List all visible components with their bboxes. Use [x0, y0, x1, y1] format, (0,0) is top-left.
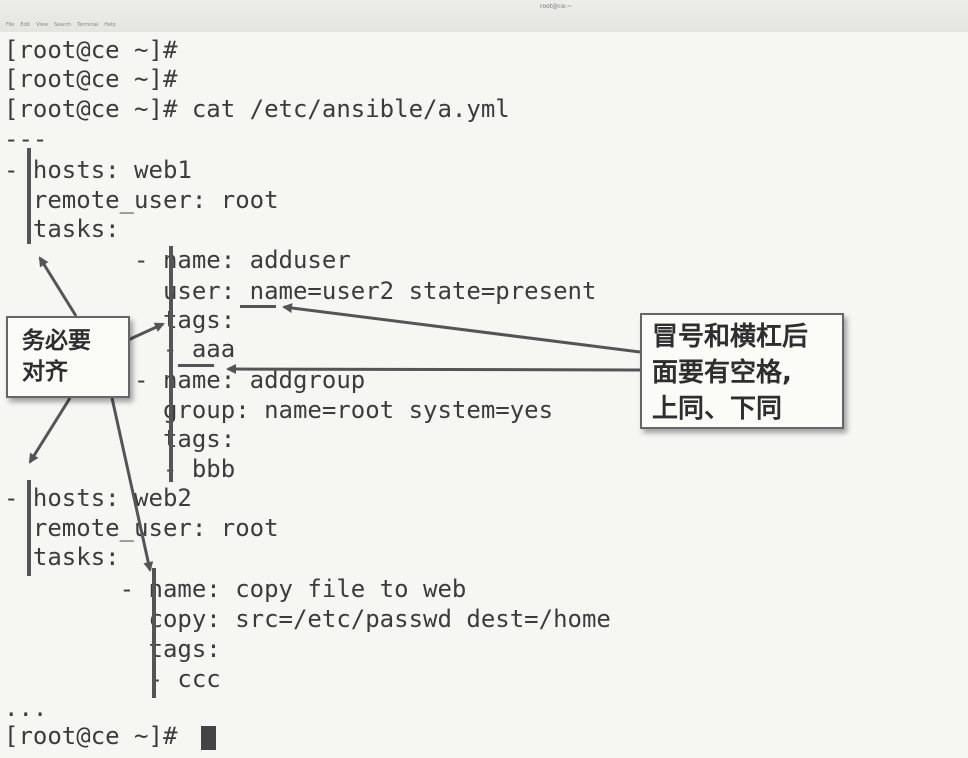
title-bar: root@ce:~ File Edit View Search Terminal…: [0, 0, 968, 32]
terminal-line: copy: src=/etc/passwd dest=/home: [4, 605, 611, 633]
arrow-to-first-tasks: [127, 322, 165, 342]
terminal-line: remote_user: root: [4, 186, 279, 214]
callout-line: 面要有空格,: [652, 358, 792, 388]
callout-line: 上同、下同: [652, 394, 783, 424]
menu-help[interactable]: Help: [104, 22, 116, 28]
terminal-line: - bbb: [4, 455, 236, 483]
alignment-guide-bar: [27, 148, 31, 244]
terminal-line: group: name=root system=yes: [4, 396, 554, 424]
menu-file[interactable]: File: [6, 22, 15, 28]
terminal-line: - hosts: web1: [4, 156, 192, 184]
terminal-line: [root@ce ~]#: [4, 36, 178, 64]
terminal-line: [root@ce ~]# cat /etc/ansible/a.yml: [4, 95, 510, 123]
terminal-line: tasks:: [4, 543, 120, 571]
menu-view[interactable]: View: [36, 22, 48, 28]
arrow-to-colon-space: [282, 303, 641, 354]
terminal-line: remote_user: root: [32, 514, 279, 542]
terminal-line: - name: copy file to web: [4, 575, 467, 603]
alignment-guide-bar: [27, 480, 31, 576]
menu-search[interactable]: Search: [53, 22, 72, 28]
terminal-line: tags:: [4, 635, 221, 663]
terminal-line: [root@ce ~]#: [4, 65, 178, 93]
menu-edit[interactable]: Edit: [20, 22, 31, 28]
callout-line: 对齐: [22, 359, 68, 385]
menu-terminal[interactable]: Terminal: [77, 22, 99, 28]
arrow-to-first-block: [38, 256, 78, 317]
window-title: root@ce:~: [540, 3, 573, 10]
callout-line: 冒号和横杠后: [652, 322, 809, 352]
callout-line: 务必要: [22, 328, 91, 354]
terminal-line: - hosts: web2: [4, 484, 192, 512]
alignment-callout: 务必要 对齐: [6, 316, 130, 398]
terminal-cursor: [201, 726, 216, 750]
terminal-line: tags:: [162, 425, 236, 453]
arrow-to-second-tasks: [110, 397, 154, 572]
terminal-line: - name: adduser: [4, 246, 351, 274]
terminal-line: ---: [4, 125, 48, 153]
terminal-line: user: name=user2 state=present: [4, 277, 597, 305]
terminal-line: tasks:: [4, 215, 120, 243]
spacing-callout: 冒号和横杠后 面要有空格, 上同、下同: [640, 313, 844, 429]
colon-space-underline: [240, 305, 276, 308]
arrow-to-second-block: [28, 397, 72, 464]
menu-bar: File Edit View Search Terminal Help: [6, 22, 116, 28]
dash-space-underline: [178, 364, 214, 367]
terminal-prompt: [root@ce ~]#: [4, 722, 192, 750]
alignment-guide-bar: [169, 246, 173, 482]
terminal-line: tags:: [162, 306, 236, 334]
terminal-line: ...: [4, 694, 48, 722]
alignment-guide-bar: [152, 568, 156, 698]
arrow-to-dash-space: [226, 364, 641, 375]
